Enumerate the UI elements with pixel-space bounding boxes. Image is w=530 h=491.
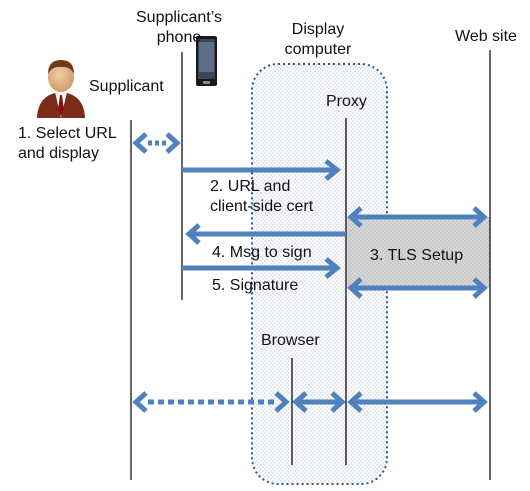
phone-participant-label: Supplicant’s phone xyxy=(136,9,222,46)
step4-arrow xyxy=(185,223,346,245)
mobile-phone-icon xyxy=(196,36,217,86)
proxy-participant-label: Proxy xyxy=(326,93,367,110)
step3-arrow-bottom xyxy=(347,277,488,299)
step1-label: 1. Select URL and display xyxy=(18,125,117,162)
supplicant-participant-label: Supplicant xyxy=(89,78,164,95)
browser-participant-label: Browser xyxy=(261,332,320,349)
person-icon xyxy=(37,60,85,118)
step3-arrow-top xyxy=(347,206,488,228)
display-computer-label: Display computer xyxy=(284,21,352,58)
supplicant-browser-arrow xyxy=(132,391,290,413)
browser-proxy-arrow xyxy=(292,391,346,413)
step5-arrow xyxy=(182,257,341,279)
step4-label: 4. Msg to sign xyxy=(212,244,312,261)
website-participant-label: Web site xyxy=(455,28,517,45)
step3-label: 3. TLS Setup xyxy=(370,247,464,264)
proxy-website-arrow xyxy=(347,391,488,413)
tls-setup-box xyxy=(347,217,490,288)
step2-arrow xyxy=(182,159,341,181)
step5-label: 5. Signature xyxy=(212,277,299,294)
step1-arrow xyxy=(132,132,181,154)
step2-label: 2. URL and client-side cert xyxy=(210,178,314,215)
